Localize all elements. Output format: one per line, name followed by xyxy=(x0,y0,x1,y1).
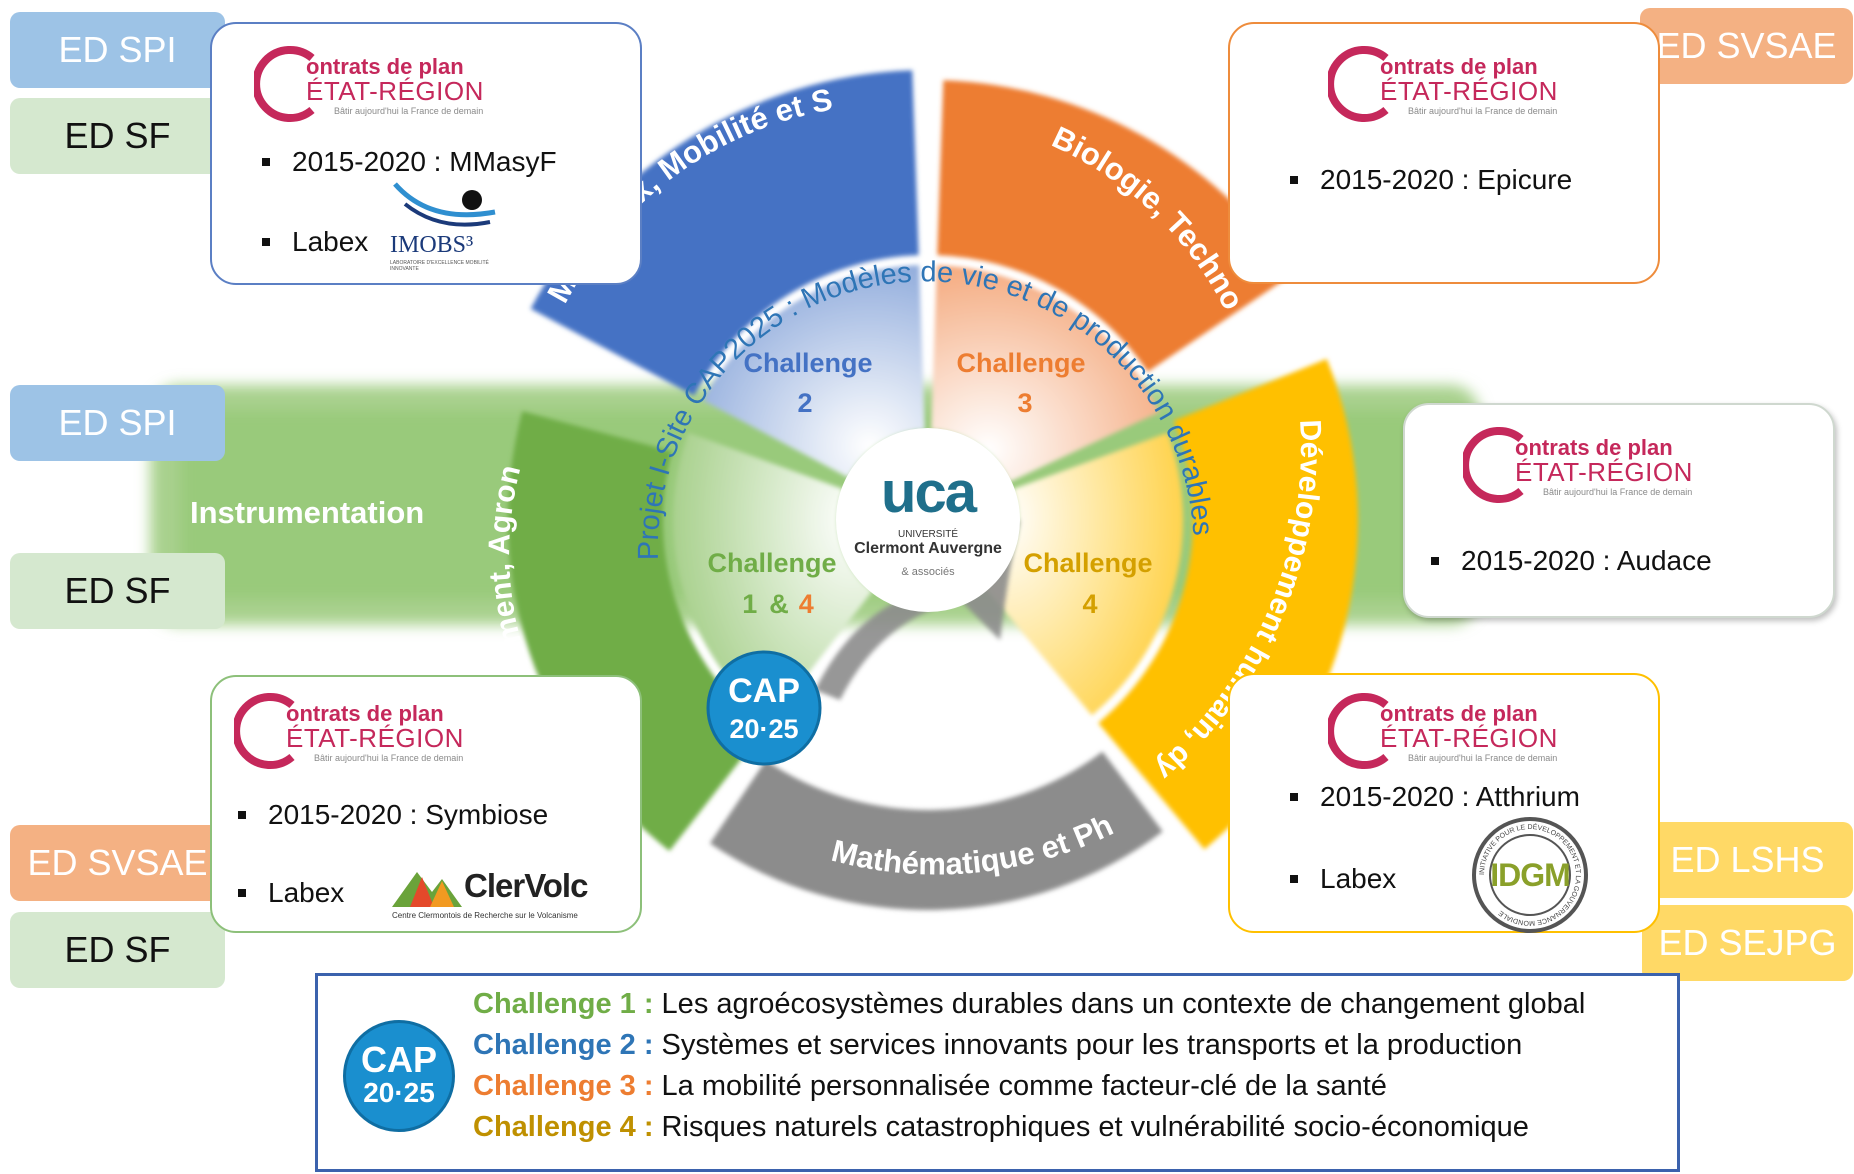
cper-box-environment: ontrats de plan ÉTAT-RÉGION Bâtir aujour… xyxy=(210,675,642,933)
sector-biology xyxy=(937,80,1293,372)
challenge-2-number: 2 xyxy=(797,388,812,418)
center-disk xyxy=(836,428,1020,612)
challenge-4-label: Challenge xyxy=(1023,548,1152,578)
sector-math xyxy=(709,751,1163,911)
clervolc-logo: ClerVolc Centre Clermontois de Recherche… xyxy=(392,867,588,920)
cper-logo: ontrats de plan ÉTAT-RÉGION Bâtir aujour… xyxy=(1328,44,1568,134)
cper-item: 2015-2020 : Symbiose xyxy=(238,799,548,831)
legend-challenge-text: Risques naturels catastrophiques et vuln… xyxy=(653,1111,1529,1143)
cper-logo: ontrats de plan ÉTAT-RÉGION Bâtir aujour… xyxy=(1328,691,1568,781)
cper-box-biology: ontrats de plan ÉTAT-RÉGION Bâtir aujour… xyxy=(1228,22,1660,284)
sector-materials xyxy=(530,70,919,396)
ed-spi-tag-top: ED SPI xyxy=(10,12,225,88)
uca-logo: uca UNIVERSITÉ Clermont Auvergne & assoc… xyxy=(854,460,1002,578)
cper-box-human: ontrats de plan ÉTAT-RÉGION Bâtir aujour… xyxy=(1403,403,1835,618)
volcano-icon xyxy=(392,872,462,907)
challenge-3-number: 3 xyxy=(1017,388,1032,418)
legend-challenge-label: Challenge 1 : xyxy=(473,988,654,1020)
cper-c-icon xyxy=(1328,46,1389,122)
cper-item: 2015-2020 : Epicure xyxy=(1290,164,1572,196)
legend-cap-badge: CAP 20·25 xyxy=(343,1020,455,1132)
labex-item: Labex xyxy=(238,877,344,909)
ed-svsae-tag-left: ED SVSAE xyxy=(10,825,225,901)
ed-sf-tag-bottom: ED SF xyxy=(10,912,225,988)
legend-item: Challenge 3 : La mobilité personnalisée … xyxy=(473,1070,1387,1103)
instrumentation-label: Instrumentation xyxy=(190,495,425,530)
ed-lshs-tag: ED LSHS xyxy=(1642,822,1853,898)
challenge-4-number: 4 xyxy=(1082,589,1097,619)
legend-challenge-text: Les agroécosystèmes durables dans un con… xyxy=(653,988,1586,1020)
cper-logo: ontrats de plan ÉTAT-RÉGION Bâtir aujour… xyxy=(1463,425,1703,515)
ed-sf-tag-mid: ED SF xyxy=(10,553,225,629)
challenge-14-numbers: 1&4 xyxy=(742,589,814,619)
wedge-challenge-2 xyxy=(702,265,925,478)
imobs-logo: IMOBS³ LABORATOIRE D'EXCELLENCE MOBILITÉ… xyxy=(390,174,500,274)
challenge-wedges xyxy=(673,265,1183,721)
svg-text:UNIVERSITÉ: UNIVERSITÉ xyxy=(898,527,958,540)
svg-text:& associés: & associés xyxy=(901,566,955,578)
legend-item: Challenge 2 : Systèmes et services innov… xyxy=(473,1029,1522,1062)
legend-challenge-text: Systèmes et services innovants pour les … xyxy=(653,1029,1523,1061)
cper-box-materials: ontrats de plan ÉTAT-RÉGION Bâtir aujour… xyxy=(210,22,642,285)
cap-badge: CAP 20·25 xyxy=(706,650,822,766)
cper-item: 2015-2020 : Atthrium xyxy=(1290,781,1580,813)
challenge-2-label: Challenge xyxy=(743,348,872,378)
legend-challenge-label: Challenge 4 : xyxy=(473,1111,654,1143)
cper-c-icon xyxy=(254,46,315,122)
cper-logo: ontrats de plan ÉTAT-RÉGION Bâtir aujour… xyxy=(254,44,494,134)
svg-text:uca: uca xyxy=(881,460,978,525)
cper-c-icon xyxy=(1463,427,1524,503)
wedge-challenge-1-4 xyxy=(673,432,873,721)
ed-sejpg-tag: ED SEJPG xyxy=(1642,905,1853,981)
cper-logo: ontrats de plan ÉTAT-RÉGION Bâtir aujour… xyxy=(234,691,474,781)
ed-sf-tag-top: ED SF xyxy=(10,98,225,174)
labex-item: Labex xyxy=(1290,863,1396,895)
svg-text:Clermont Auvergne: Clermont Auvergne xyxy=(854,540,1002,557)
legend-challenge-text: La mobilité personnalisée comme facteur-… xyxy=(653,1070,1387,1102)
cper-c-icon xyxy=(1328,693,1389,769)
wedge-challenge-4 xyxy=(985,432,1183,716)
cper-item: 2015-2020 : MMasyF xyxy=(262,146,557,178)
legend-challenge-label: Challenge 3 : xyxy=(473,1070,654,1102)
challenge-14-label: Challenge xyxy=(707,548,836,578)
challenge-legend: CAP 20·25 Challenge 1 : Les agroécosystè… xyxy=(315,973,1680,1172)
imobs-swoosh-icon xyxy=(393,182,496,227)
ed-svsae-tag-right: ED SVSAE xyxy=(1640,8,1853,84)
cper-c-icon xyxy=(234,693,295,769)
labex-item: Labex xyxy=(262,226,368,258)
idgm-logo: INITIATIVE POUR LE DÉVELOPPEMENT ET LA G… xyxy=(1468,813,1592,937)
legend-challenge-label: Challenge 2 : xyxy=(473,1029,654,1061)
cper-box-human-2: ontrats de plan ÉTAT-RÉGION Bâtir aujour… xyxy=(1228,673,1660,933)
legend-item: Challenge 1 : Les agroécosystèmes durabl… xyxy=(473,988,1585,1021)
svg-text:20·25: 20·25 xyxy=(729,714,798,744)
ed-spi-tag-mid: ED SPI xyxy=(10,385,225,461)
svg-text:CAP: CAP xyxy=(728,672,800,710)
challenge-3-label: Challenge xyxy=(956,348,1085,378)
legend-item: Challenge 4 : Risques naturels catastrop… xyxy=(473,1111,1529,1144)
wedge-challenge-3 xyxy=(931,265,1160,482)
cper-item: 2015-2020 : Audace xyxy=(1431,545,1712,577)
